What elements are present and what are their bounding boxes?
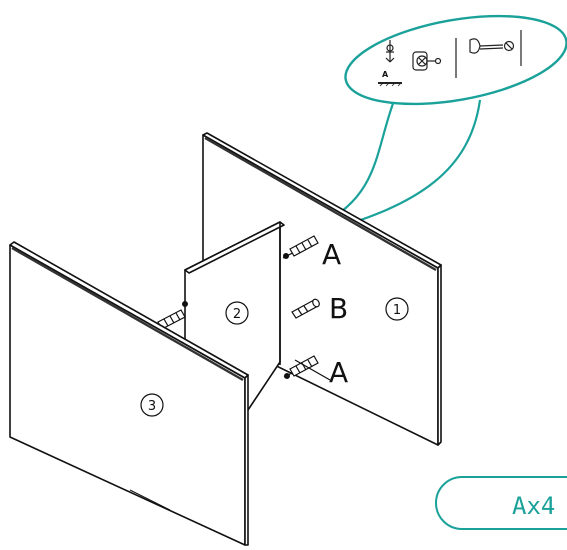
panel-1	[202, 132, 442, 446]
detail-bubble: A	[344, 14, 567, 106]
screw-insert-icon	[469, 38, 515, 54]
dowel-left-top-icon	[157, 301, 189, 330]
quantity-badge: Ax4	[435, 476, 567, 530]
fitting-a-bottom-icon	[283, 355, 319, 380]
fitting-a-bottom-label: A	[329, 356, 348, 389]
fitting-a-bottom-leader	[294, 359, 331, 381]
fitting-b-icon	[291, 298, 320, 319]
panel-2-number: 2	[233, 307, 241, 322]
panel-3	[9, 241, 249, 546]
cam-lock-icon	[412, 51, 442, 71]
fitting-a-top-label: A	[322, 238, 341, 271]
fitting-b-label: B	[329, 292, 348, 325]
panel-1-number-badge: 1	[385, 297, 409, 321]
quantity-text: Ax4	[512, 492, 555, 520]
panel-1-number: 1	[393, 303, 401, 318]
panel-2-number-badge: 2	[225, 301, 249, 325]
panel-3-number-badge: 3	[140, 393, 164, 417]
fitting-a-top-icon	[282, 235, 319, 260]
panel-3-number: 3	[148, 399, 156, 414]
dowel-depth-icon	[378, 40, 402, 87]
detail-step-label: A	[382, 70, 389, 79]
